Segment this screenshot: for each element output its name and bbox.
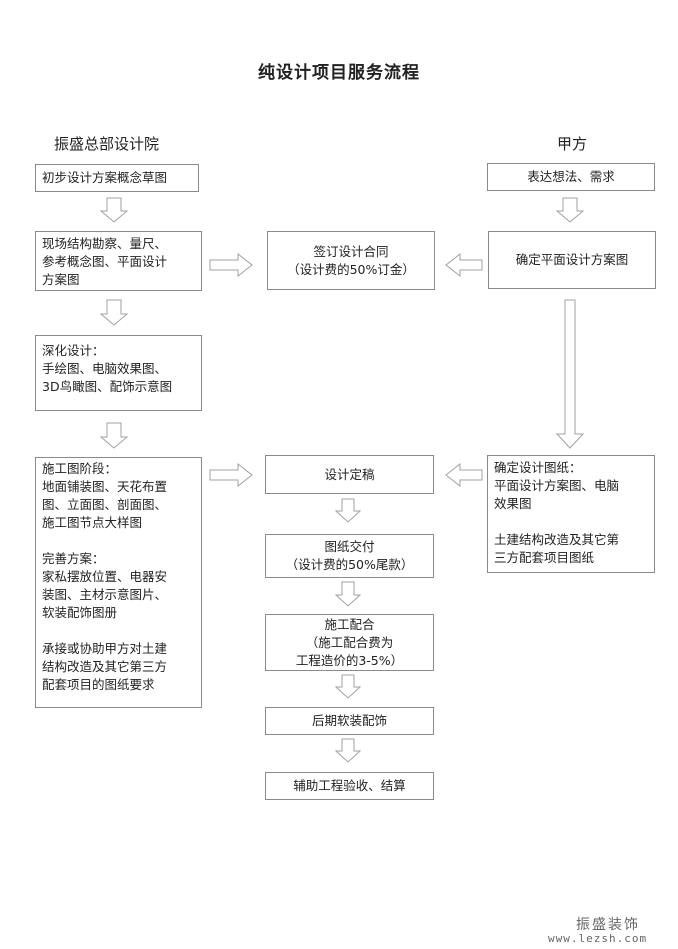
center-box-acceptance-settlement: 辅助工程验收、结算: [265, 772, 434, 800]
center-box-construction-coordination: 施工配合 （施工配合费为 工程造价的3-5%）: [265, 614, 434, 671]
page-title: 纯设计项目服务流程: [258, 63, 420, 83]
right-column-header: 甲方: [557, 135, 588, 153]
right-arrow-2: [209, 462, 253, 488]
down-arrow-center-2: [334, 581, 362, 607]
right-box-confirm-floor-plan: 确定平面设计方案图: [488, 231, 656, 289]
down-arrow-left-1: [99, 197, 129, 223]
watermark-url: www.lezsh.com: [548, 932, 648, 945]
center-box-design-finalized: 设计定稿: [265, 455, 434, 494]
down-arrow-left-2: [99, 299, 129, 326]
center-box-sign-contract: 签订设计合同 （设计费的50%订金）: [267, 231, 435, 290]
left-box-concept-sketch: 初步设计方案概念草图: [35, 164, 199, 192]
down-arrow-center-1: [334, 498, 362, 523]
left-box-site-survey: 现场结构勘察、量尺、 参考概念图、平面设计 方案图: [35, 231, 202, 291]
right-arrow-1: [209, 252, 253, 278]
left-column-header: 振盛总部设计院: [54, 135, 160, 153]
watermark-text: 振盛装饰: [576, 917, 640, 933]
left-box-construction-drawings: 施工图阶段： 地面铺装图、天花布置 图、立面图、剖面图、 施工图节点大样图 完善…: [35, 457, 202, 708]
right-box-confirm-drawings: 确定设计图纸： 平面设计方案图、电脑 效果图 土建结构改造及其它第 三方配套项目…: [487, 455, 655, 573]
left-arrow-1: [445, 252, 483, 278]
down-arrow-center-4: [334, 738, 362, 763]
down-arrow-left-3: [99, 422, 129, 449]
left-arrow-2: [445, 462, 483, 488]
center-box-soft-decoration: 后期软装配饰: [265, 707, 434, 735]
left-box-deepening-design: 深化设计： 手绘图、电脑效果图、 3D鸟瞰图、配饰示意图: [35, 335, 202, 411]
down-arrow-center-3: [334, 674, 362, 699]
down-arrow-right-1: [555, 197, 585, 223]
right-box-express-needs: 表达想法、需求: [487, 163, 655, 191]
down-arrow-right-long: [555, 299, 585, 449]
center-box-drawing-delivery: 图纸交付 （设计费的50%尾款）: [265, 534, 434, 578]
